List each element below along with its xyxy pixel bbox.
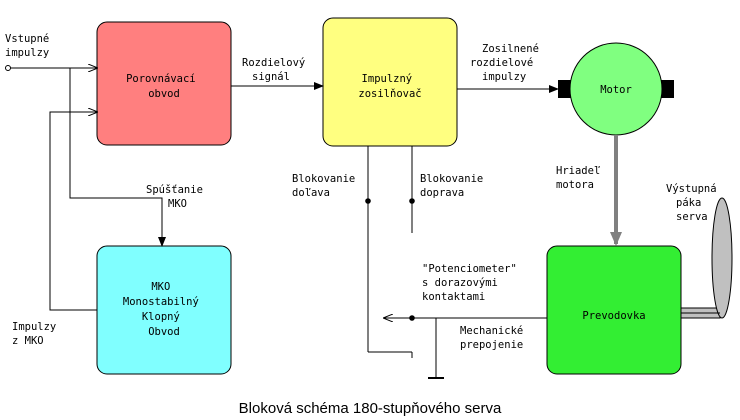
block-left-label: Blokovanie doľava — [292, 173, 362, 199]
input-terminal — [5, 65, 11, 71]
motor-terminal-left — [558, 80, 572, 98]
motor-label: Motor — [600, 84, 632, 96]
input-label: Vstupné impulzy — [5, 33, 56, 59]
diagram-caption: Bloková schéma 180-stupňového serva — [239, 400, 502, 417]
block-left-contact — [365, 198, 371, 204]
output-lever-end — [711, 197, 733, 319]
block-right-contact — [409, 198, 415, 204]
mko-pulses-label: Impulzy z MKO — [12, 321, 63, 347]
mko-block — [96, 245, 232, 375]
lever-label: Výstupná páka serva — [666, 183, 723, 223]
shaft-label: Hriadeľ motora — [556, 165, 607, 191]
mko-label: MKO Monostabilný Klopný Obvod — [123, 281, 205, 338]
mko-feedback-wire — [49, 112, 97, 311]
mech-label: Mechanické prepojenie — [460, 325, 530, 351]
comparator-block — [96, 21, 232, 146]
trigger-wire — [69, 68, 166, 247]
trigger-label: Spúšťanie MKO — [146, 184, 209, 210]
amplified-label: Zosilnené rozdielové impulzy — [470, 43, 545, 83]
block-right-label: Blokovanie doprava — [420, 173, 490, 199]
diff-signal-label: Rozdielový signál — [242, 57, 312, 83]
comparator-label: Porovnávací obvod — [126, 73, 202, 100]
gearbox-label: Prevodovka — [582, 310, 645, 322]
pot-label: "Potenciometer" s dorazovými kontaktami — [422, 263, 523, 303]
amplifier-label: Impulzný zosilňovač — [358, 73, 421, 100]
motor-terminal-right — [660, 80, 674, 98]
